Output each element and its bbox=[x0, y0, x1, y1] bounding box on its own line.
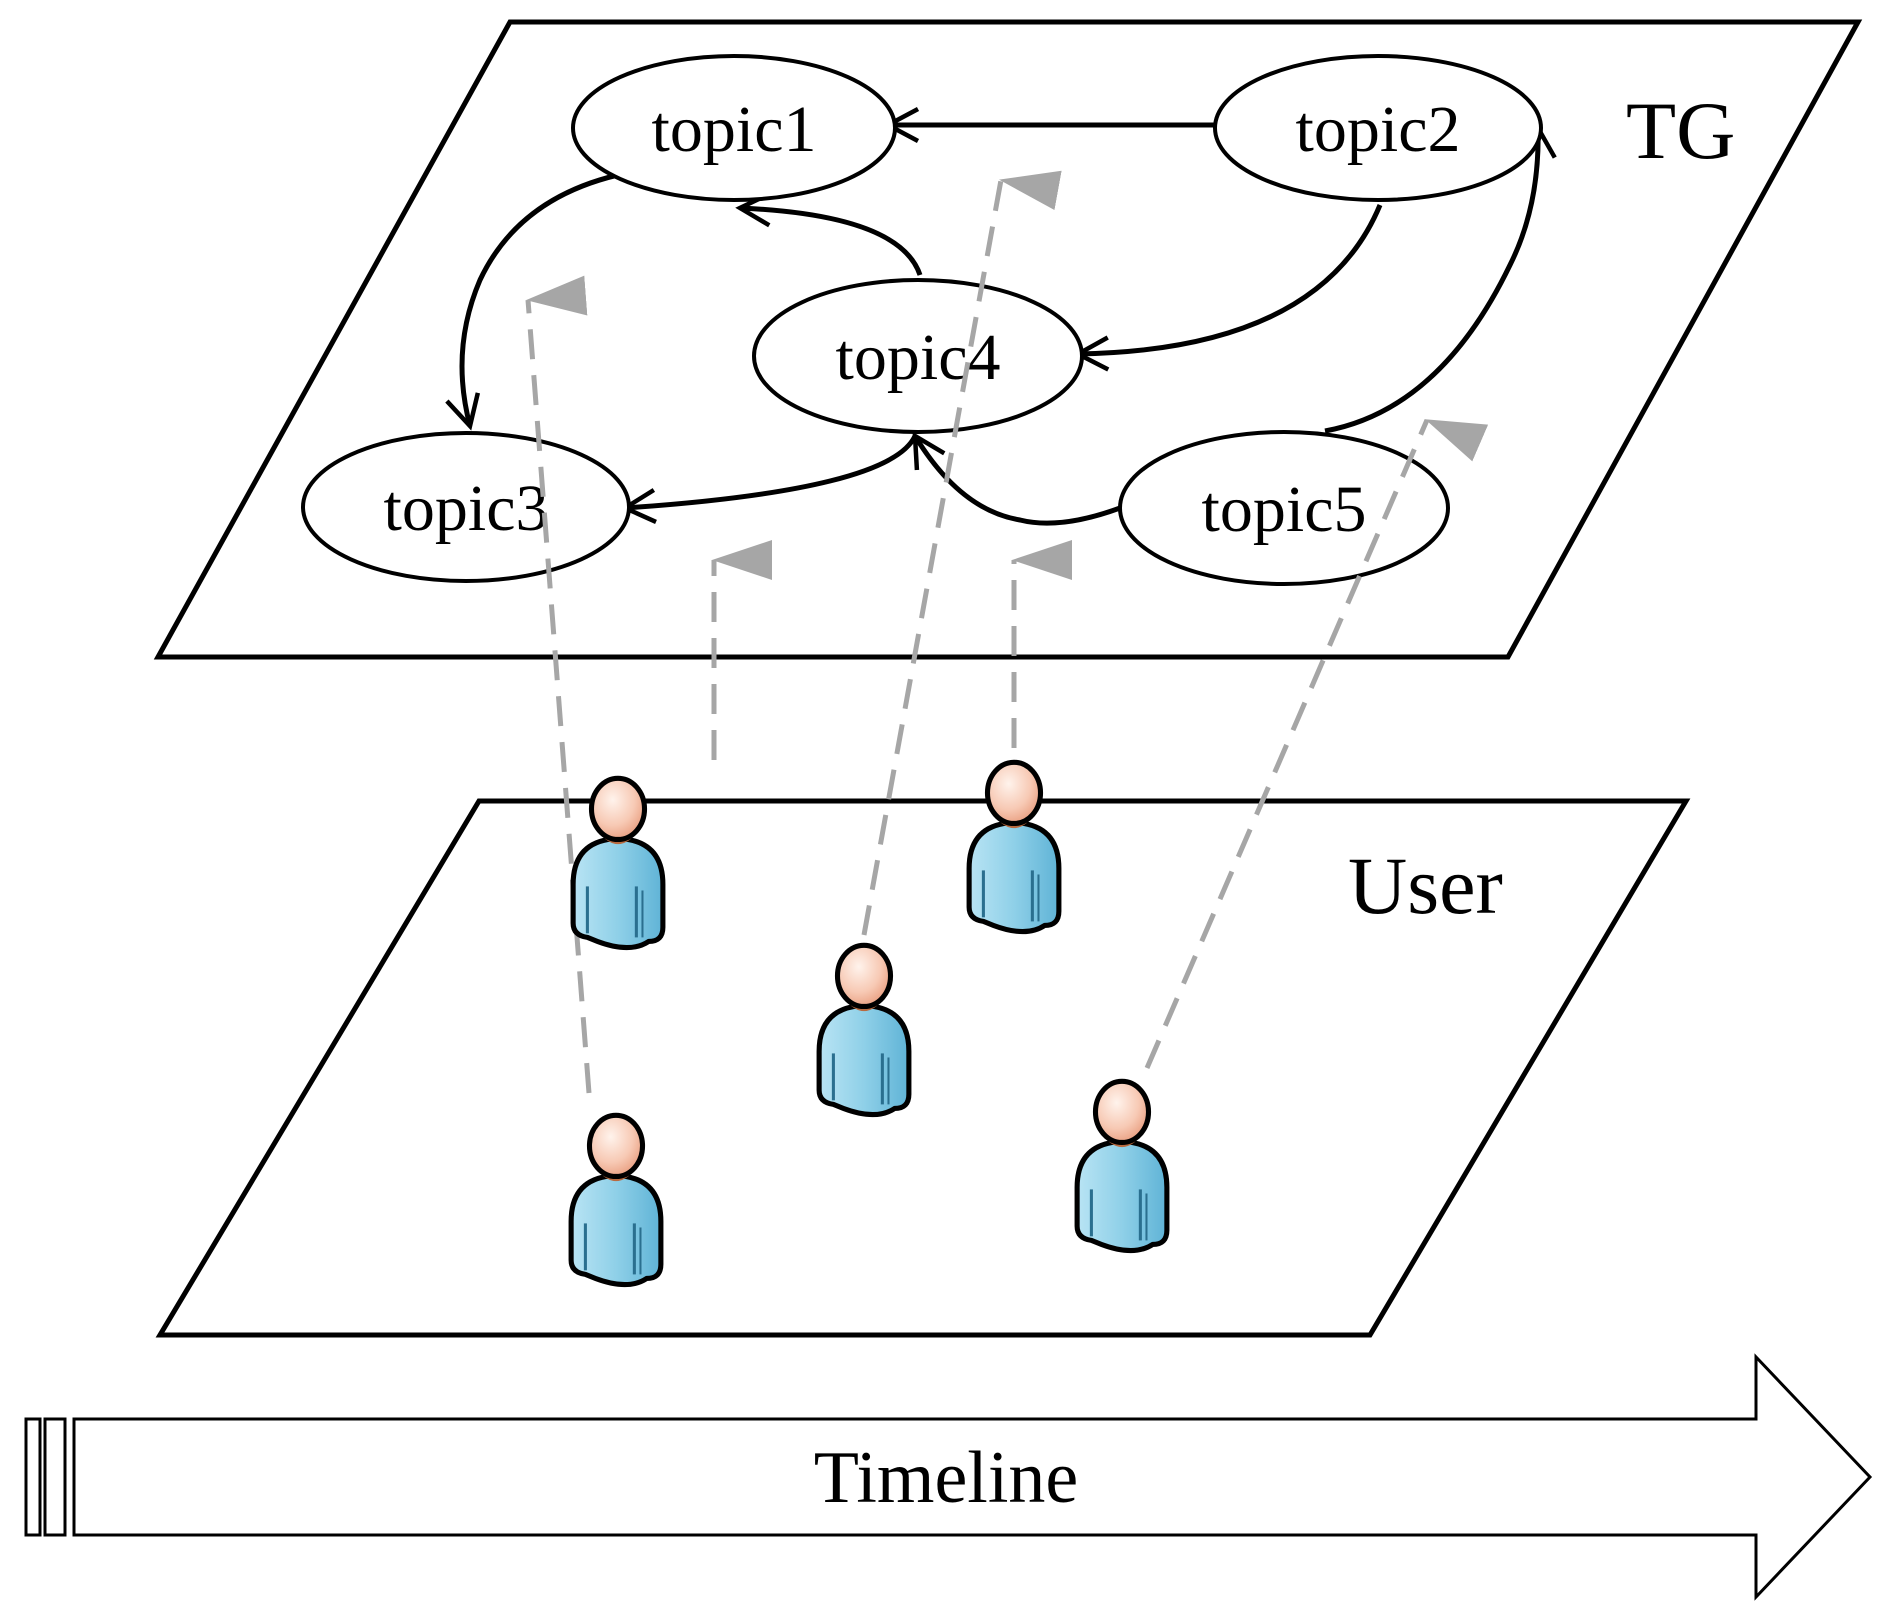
topic-graph-plane-label: TG bbox=[1626, 85, 1735, 176]
edge-topic4-topic3 bbox=[620, 434, 918, 524]
mapping-arrow-user5 bbox=[1144, 419, 1489, 1069]
timeline-label: Timeline bbox=[814, 1437, 1079, 1519]
user-plane-label: User bbox=[1348, 840, 1503, 931]
topic-node-topic3: topic3 bbox=[301, 431, 631, 583]
edge-topic1-topic3 bbox=[445, 170, 628, 431]
topic-node-topic5: topic5 bbox=[1118, 430, 1450, 586]
mapping-arrow-user3 bbox=[861, 170, 1062, 936]
topic-label: topic1 bbox=[652, 93, 817, 166]
topic-label: topic3 bbox=[384, 472, 549, 545]
mapping-arrow-user1 bbox=[525, 275, 592, 1094]
timeline-arrow: Timeline bbox=[24, 1353, 1873, 1601]
topic-node-topic1: topic1 bbox=[571, 54, 897, 202]
topic-label: topic2 bbox=[1296, 93, 1461, 166]
topic-node-topic2: topic2 bbox=[1213, 54, 1543, 202]
person-icon bbox=[969, 762, 1059, 931]
topic-label: topic5 bbox=[1202, 473, 1367, 546]
mapping-arrows bbox=[525, 170, 1489, 1094]
edge-topic4-topic1 bbox=[735, 191, 923, 276]
edge-topic2-topic4 bbox=[1073, 204, 1383, 372]
topic-node-topic4: topic4 bbox=[752, 278, 1084, 434]
edge-topic5-topic4 bbox=[912, 431, 1121, 526]
topic-edges bbox=[445, 107, 1557, 526]
edge-topic5-topic2 bbox=[1324, 123, 1557, 434]
user-plane bbox=[155, 798, 1691, 1338]
